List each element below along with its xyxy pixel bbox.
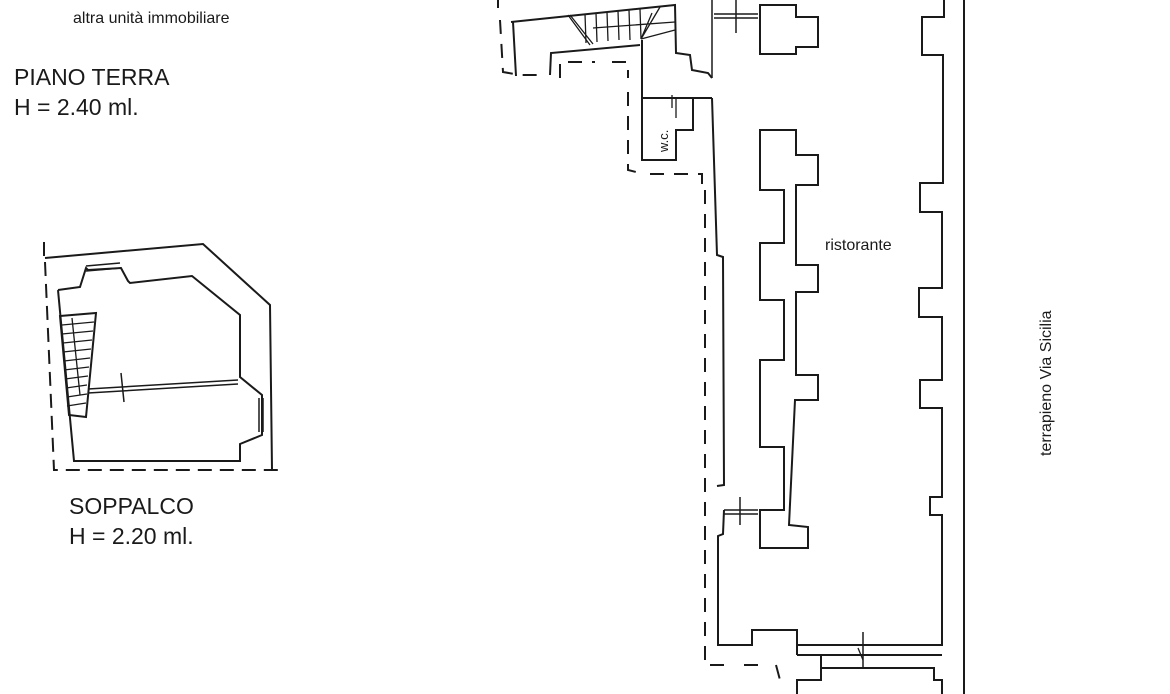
restaurant-room-label: ristorante xyxy=(825,237,892,254)
ground-floor-title: PIANO TERRA xyxy=(14,64,170,90)
mezzanine-height: H = 2.20 ml. xyxy=(69,523,194,549)
ground-floor-height: H = 2.40 ml. xyxy=(14,94,139,120)
other-unit-label: altra unità immobiliare xyxy=(73,10,230,27)
ground-floor-plan xyxy=(497,0,965,694)
street-label: terrapieno Via Sicilia xyxy=(1038,310,1055,456)
mezzanine-plan xyxy=(43,242,279,471)
wc-room-label: w.c. xyxy=(656,129,671,152)
mezzanine-title: SOPPALCO xyxy=(69,493,194,519)
